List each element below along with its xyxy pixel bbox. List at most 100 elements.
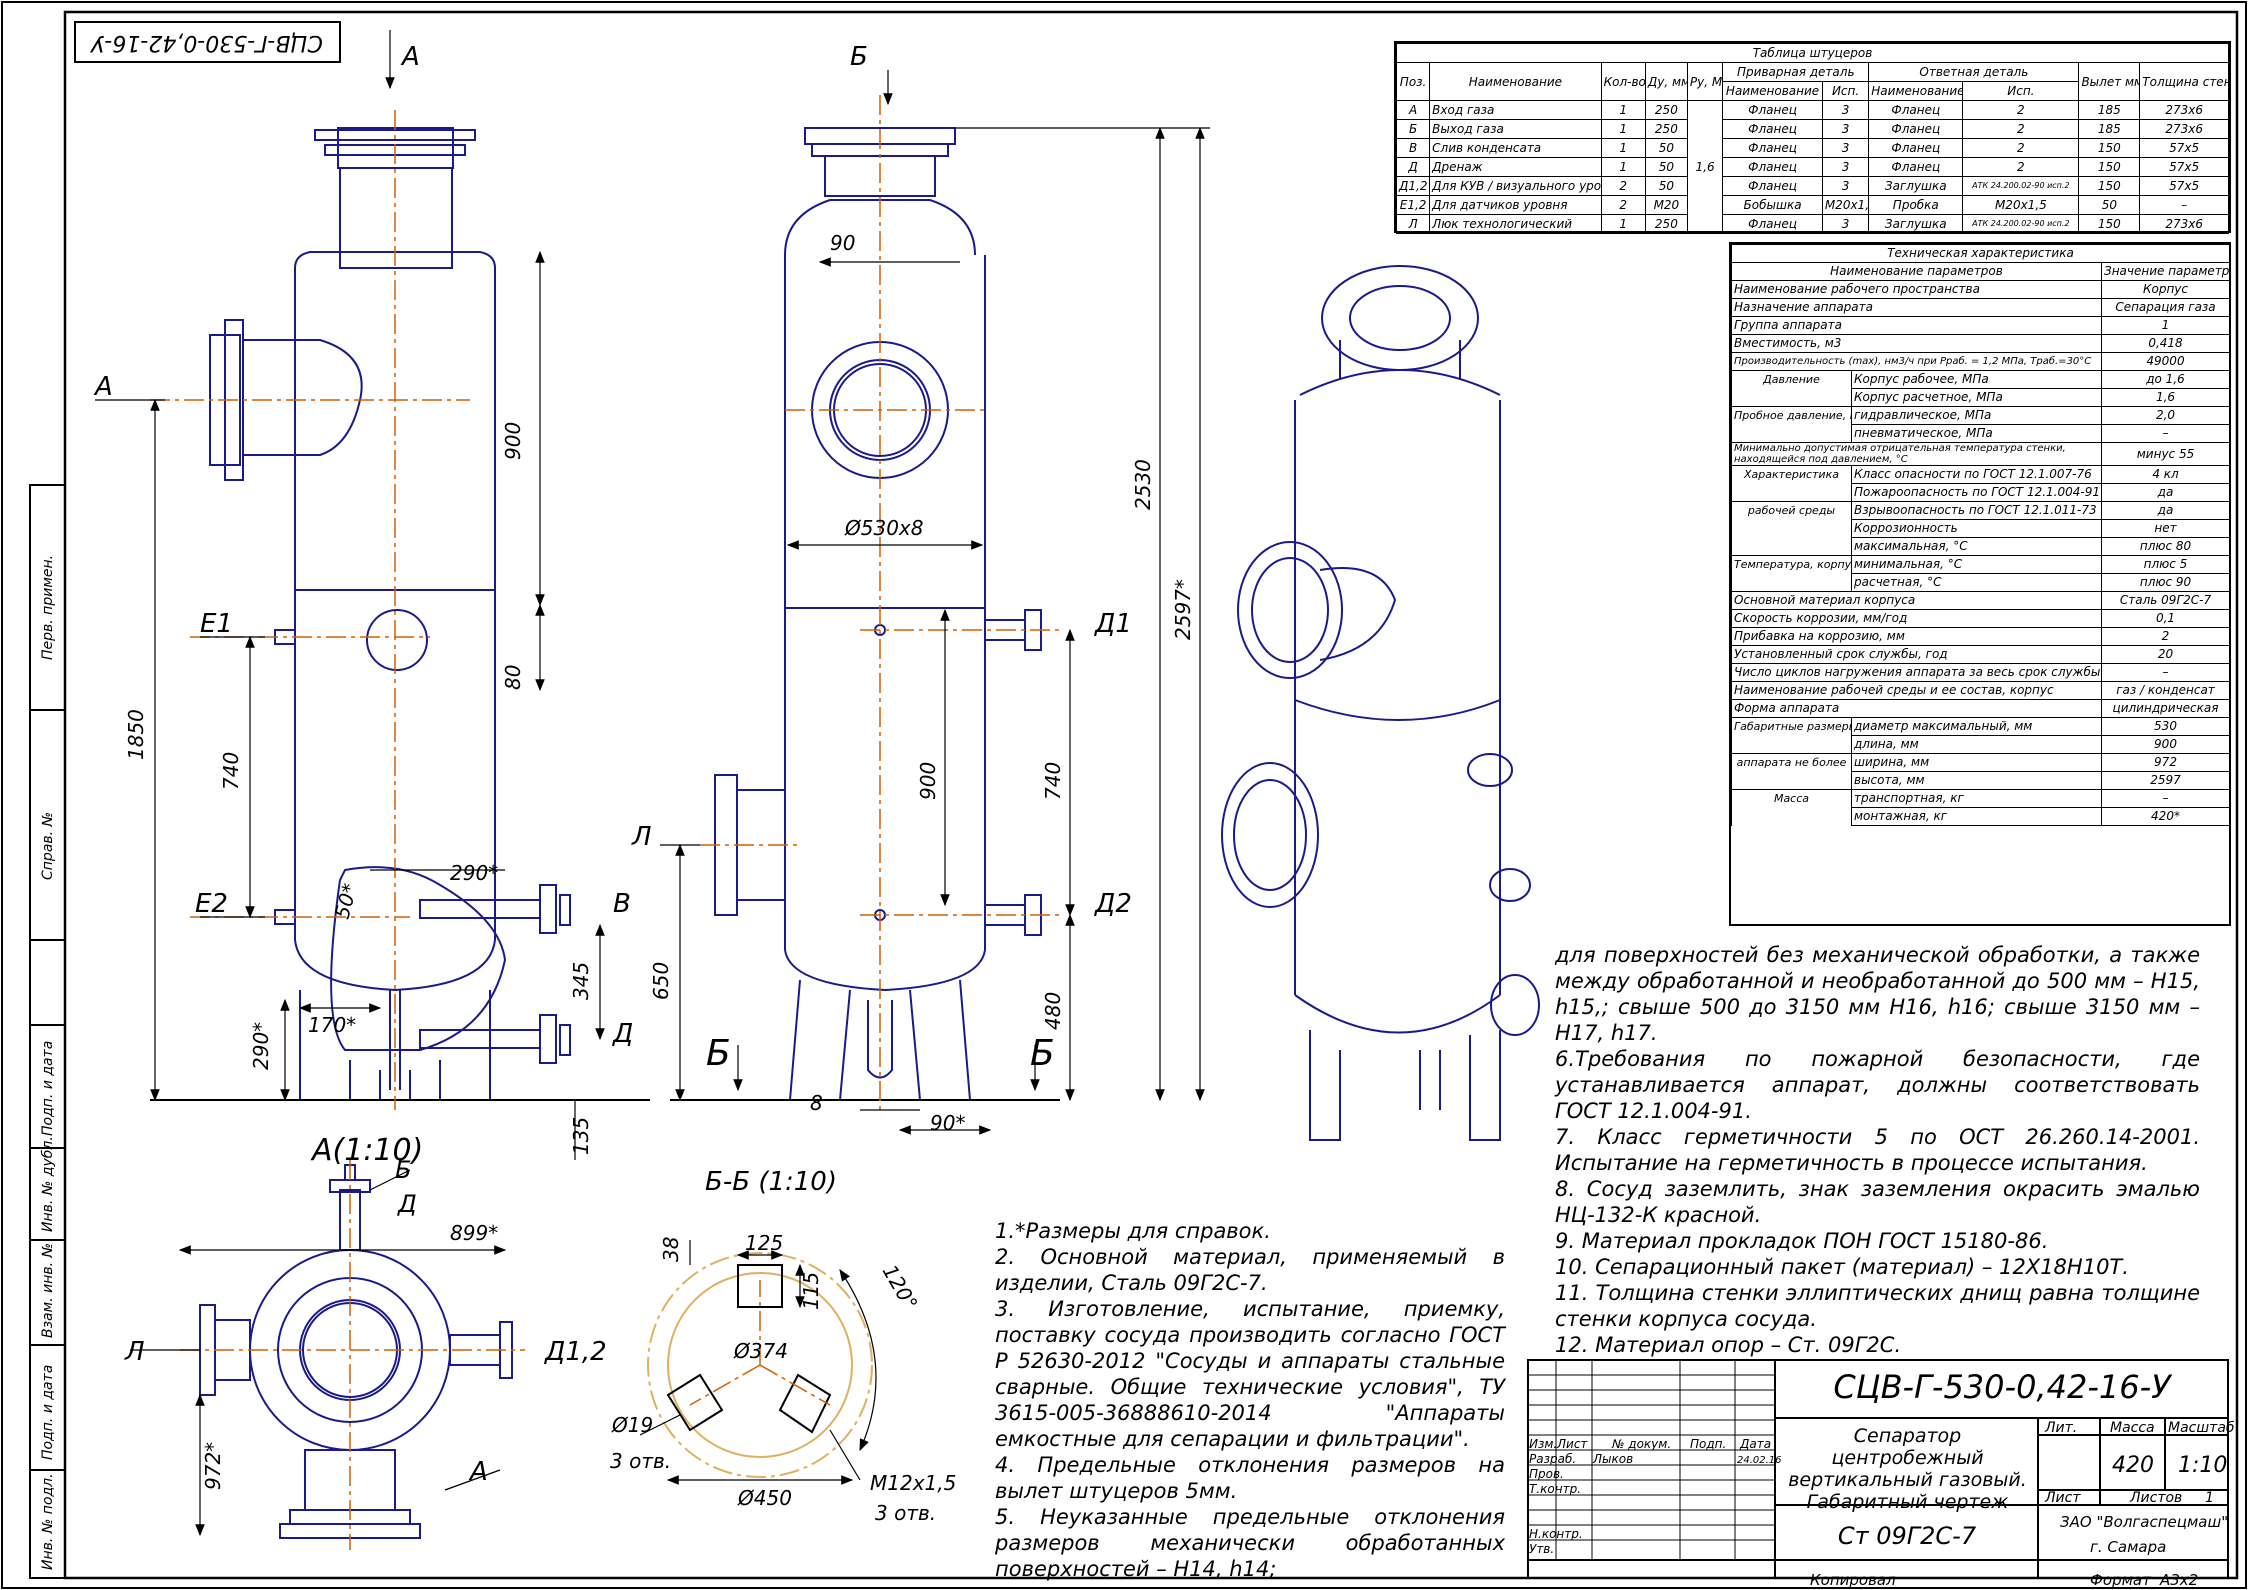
nozzle-title-row: Таблица штуцеров xyxy=(1396,43,2229,63)
side-dim-90: 90 xyxy=(830,231,855,255)
section-dim-125: 125 xyxy=(745,1231,783,1255)
side-dim-740: 740 xyxy=(1041,762,1065,800)
nozzle-name: Для КУВ / визуального уровня xyxy=(1429,176,1602,196)
nozzle-subcol-2: Наименование xyxy=(1868,81,1964,101)
tech-group xyxy=(1731,573,1852,592)
nozzle-welded-name: Фланец xyxy=(1722,176,1823,196)
tech-value: минус 55 xyxy=(2101,442,2230,466)
nozzle-qty: 1 xyxy=(1600,100,1646,120)
nozzle-dn: 250 xyxy=(1644,214,1688,234)
note-6: 6.Требования по пожарной безопасности, г… xyxy=(1555,1047,2200,1123)
tb-row-razrab: Разраб. xyxy=(1529,1452,1576,1466)
side-view xyxy=(670,127,1060,1101)
front-dim-900: 900 xyxy=(501,422,525,460)
nozzle-mating-name: Фланец xyxy=(1868,100,1964,120)
tech-value: Сталь 09Г2С-7 xyxy=(2101,591,2230,610)
section-bb-labels: Б-Б (1:10) 125 38 115 Ø374 120° Ø19 3 от… xyxy=(610,1167,956,1525)
tech-param: Корпус расчетное, МПа xyxy=(1851,388,2102,407)
tech-value: газ / конденсат xyxy=(2101,681,2230,700)
nozzle-table-title: Таблица штуцеров xyxy=(1396,43,2229,63)
nozzle-dn: М20 xyxy=(1644,195,1688,215)
tech-value: Сепарация газа xyxy=(2101,298,2230,317)
nozzle-welded-name: Фланец xyxy=(1722,138,1823,158)
tech-param: Скорость коррозии, мм/год xyxy=(1731,609,2102,628)
nozzle-pos: Д xyxy=(1395,157,1431,177)
section-dim-115: 115 xyxy=(799,1272,823,1310)
side-label-d1: Д1 xyxy=(1094,609,1132,639)
stamp-podp-data-1: Подп. и дата xyxy=(40,1041,56,1136)
tb-scale-label: Масштаб xyxy=(2168,1420,2235,1436)
nozzle-name: Люк технологический xyxy=(1429,214,1602,234)
nozzle-length: 150 xyxy=(2078,157,2141,177)
nozzle-wall: 273х6 xyxy=(2139,214,2229,234)
front-dim-345: 345 xyxy=(569,962,593,1000)
section-dim-thread: М12х1,5 xyxy=(870,1471,956,1495)
tech-value: – xyxy=(2101,663,2230,682)
tech-param: Основной материал корпуса xyxy=(1731,591,2102,610)
nozzle-col-welded: Приварная деталь xyxy=(1722,62,1870,82)
tb-format: А3х2 xyxy=(2159,1571,2198,1589)
doc-code-box: СЦВ-Г-530-0,42-16-У xyxy=(74,21,341,63)
tech-value: – xyxy=(2101,424,2230,443)
nozzle-col-dn: Ду, мм xyxy=(1644,62,1688,101)
nozzle-pos: Е1,2 xyxy=(1395,195,1431,215)
table-row: пневматическое, МПа– xyxy=(1731,424,2230,443)
table-row: Наименование рабочей среды и ее состав, … xyxy=(1731,681,2230,700)
tech-param: Установленный срок службы, год xyxy=(1731,645,2102,664)
tech-title-row: Техническая характеристика xyxy=(1731,244,2230,263)
nozzle-welded-name: Фланец xyxy=(1722,100,1823,120)
notes-left: 1.*Размеры для справок. 2. Основной мате… xyxy=(995,1218,1505,1582)
front-dim-135: 135 xyxy=(569,1117,593,1155)
note-11: 11. Толщина стенки эллиптических днищ ра… xyxy=(1555,1281,2200,1331)
plan-view-dims xyxy=(130,1169,507,1537)
nozzle-wall: 57х5 xyxy=(2139,176,2229,196)
tech-value: 972 xyxy=(2101,753,2230,772)
isometric-view xyxy=(1221,265,1540,1141)
nozzle-qty: 1 xyxy=(1600,214,1646,234)
nozzle-dn: 250 xyxy=(1644,100,1688,120)
tech-value: плюс 90 xyxy=(2101,573,2230,592)
plan-label-d: Д xyxy=(397,1190,417,1218)
title-block-grid xyxy=(1528,1360,1775,1560)
section-title: Б-Б (1:10) xyxy=(705,1167,837,1197)
tech-group xyxy=(1731,735,1852,754)
nozzle-welded-name: Фланец xyxy=(1722,119,1823,139)
nozzle-wall: 273х6 xyxy=(2139,119,2229,139)
nozzle-pos: А xyxy=(1395,100,1431,120)
tech-value: 4 кл xyxy=(2101,465,2230,484)
tech-param: Наименование рабочей среды и ее состав, … xyxy=(1731,681,2102,700)
note-10: 10. Сепарационный пакет (материал) – 12Х… xyxy=(1555,1255,2129,1279)
nozzle-name: Дренаж xyxy=(1429,157,1602,177)
tb-format-label: Формат xyxy=(2090,1571,2152,1589)
plan-view-labels: А(1:10) Л Д1,2 А Б Д 899* 972* xyxy=(124,1133,607,1490)
nozzle-name: Вход газа xyxy=(1429,100,1602,120)
tb-col-podp: Подп. xyxy=(1690,1437,1726,1451)
side-dim-diam: Ø530х8 xyxy=(844,516,923,540)
tech-table-title: Техническая характеристика xyxy=(1731,244,2230,263)
front-dim-290-top: 290* xyxy=(450,861,498,885)
tech-param: гидравлическое, МПа xyxy=(1851,406,2102,425)
nozzle-mating-name: Заглушка xyxy=(1868,176,1964,196)
tech-value: 0,418 xyxy=(2101,334,2230,353)
tb-sheet-label: Лист xyxy=(2044,1490,2081,1506)
doc-code-rotated: СЦВ-Г-530-0,42-16-У xyxy=(89,30,322,55)
stamp-perv-primen: Перв. примен. xyxy=(40,555,56,660)
nozzle-pos: Д1,2 xyxy=(1395,176,1431,196)
tech-value: 2,0 xyxy=(2101,406,2230,425)
table-row: Число циклов нагружения аппарата за весь… xyxy=(1731,663,2230,682)
nozzle-mating-ver: 2 xyxy=(1962,157,2080,177)
tb-org: ЗАО "Волгаспецмаш" xyxy=(2060,1513,2228,1531)
